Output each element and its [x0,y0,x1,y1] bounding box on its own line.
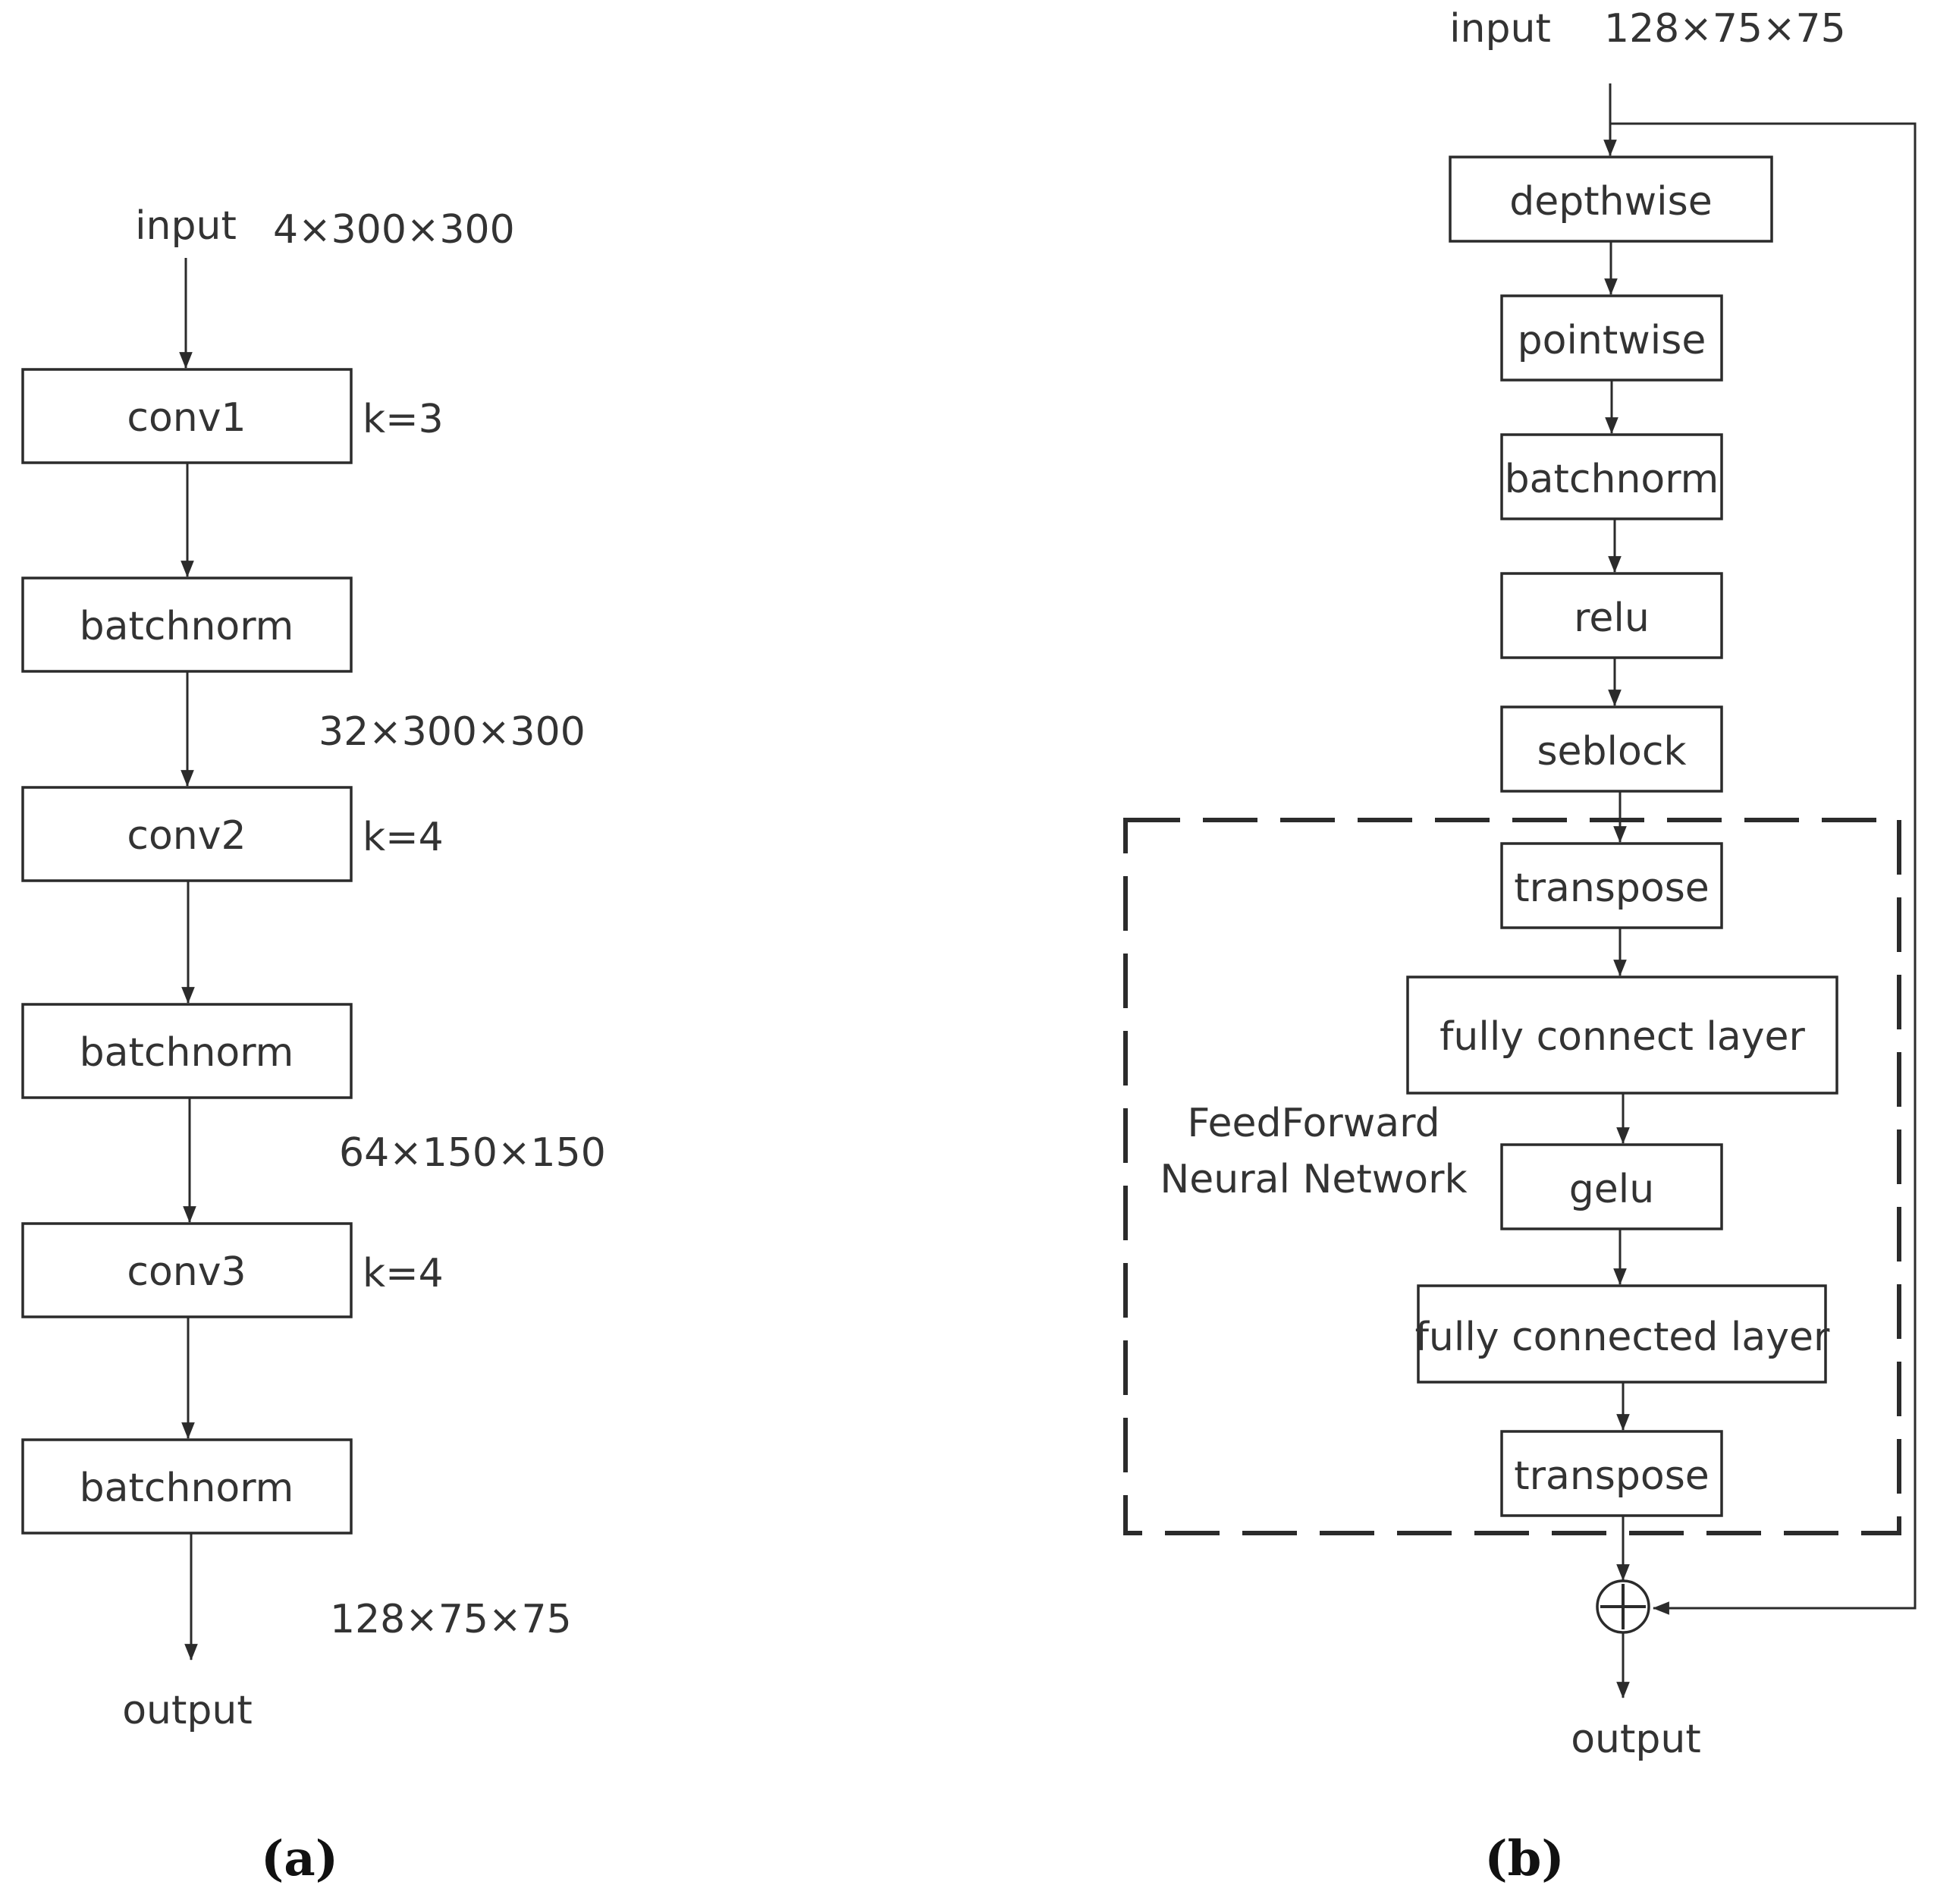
fc2-label: fully connected layer [1415,1315,1830,1360]
depthwise-label: depthwise [1509,179,1712,225]
conv3-kernel-label: k=4 [363,1251,444,1296]
panel-b: input 128×75×75 depthwise pointwise batc… [1123,6,1917,1887]
batchnorm-node [1500,433,1723,520]
conv2-kernel-label: k=4 [363,815,444,860]
feedforward-group-label-line2: Neural Network [1160,1157,1467,1202]
panel-b-output-label: output [1571,1717,1701,1762]
conv2-label: conv2 [127,813,246,859]
seblock-node [1500,705,1723,793]
panel-a: input 4×300×300 conv1 k=3 batchnorm 32×3… [21,203,606,1887]
batchnorm1-label: batchnorm [80,604,294,649]
conv2-node [21,786,353,882]
panel-b-input-dims: 128×75×75 [1604,6,1846,52]
feedforward-group-label-line1: FeedForward [1187,1101,1440,1146]
conv3-label: conv3 [127,1249,246,1295]
fc1-node [1406,976,1838,1095]
batchnorm3-node [21,1438,353,1535]
dims-after-bn1: 32×300×300 [319,709,586,755]
relu-node [1500,572,1723,659]
gelu-label: gelu [1569,1167,1654,1212]
panel-a-input-label: input [135,203,237,249]
panel-a-input-dims: 4×300×300 [273,207,515,253]
batchnorm2-node [21,1003,353,1099]
depthwise-node [1449,156,1773,243]
relu-label: relu [1574,595,1650,641]
panel-a-caption: (a) [261,1830,338,1887]
transpose1-node [1500,842,1723,929]
fc2-node [1417,1284,1827,1384]
conv1-kernel-label: k=3 [363,397,444,442]
transpose2-label: transpose [1514,1453,1710,1499]
gelu-node [1500,1143,1723,1230]
fc1-label: fully connect layer [1440,1014,1805,1060]
batchnorm3-label: batchnorm [80,1466,294,1511]
batchnorm-label: batchnorm [1505,457,1719,502]
batchnorm2-label: batchnorm [80,1030,294,1076]
panel-b-caption: (b) [1484,1830,1564,1887]
panel-b-input-label: input [1449,6,1551,52]
feedforward-group-boundary [1123,818,1901,1535]
panel-a-output-label: output [122,1688,253,1733]
transpose2-node [1500,1430,1723,1517]
seblock-label: seblock [1537,729,1686,774]
pointwise-label: pointwise [1518,318,1706,363]
conv3-node [21,1222,353,1318]
batchnorm1-node [21,577,353,673]
conv1-label: conv1 [127,395,246,441]
panel-a-output-dims: 128×75×75 [330,1597,572,1642]
skip-connection [1610,122,1917,1615]
transpose1-label: transpose [1514,866,1710,911]
dims-after-bn2: 64×150×150 [339,1130,606,1176]
